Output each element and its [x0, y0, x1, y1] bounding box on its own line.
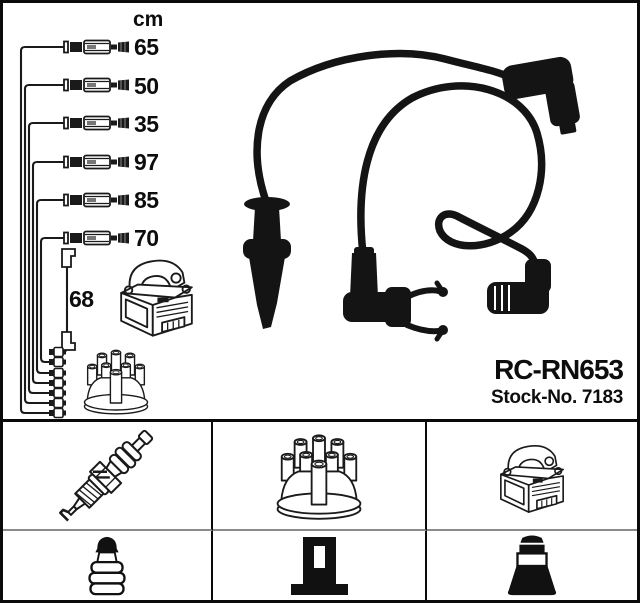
cable-length-value: 50 [134, 73, 159, 99]
elbow-socket-connector [487, 259, 551, 314]
cable-length-value: 65 [134, 34, 159, 60]
legend-cell-din-socket [213, 531, 427, 600]
cone-boot-connector-icon [507, 534, 557, 595]
cable-length-value: 70 [134, 225, 159, 251]
lead-connector-icon [63, 115, 130, 131]
lead-connector-icon [63, 39, 130, 55]
terminal-stack [48, 346, 67, 419]
stock-number-line: Stock-No. 7183 [491, 387, 623, 409]
cable-row: 85 [63, 187, 160, 213]
component-legend-grid [3, 419, 637, 600]
terminal-nut-connector-icon [88, 536, 126, 595]
ignition-lead-cable [253, 49, 517, 208]
cable-row: 50 [63, 73, 159, 99]
cable-length-value: 35 [134, 111, 159, 137]
product-identification: RC-RN653 Stock-No. 7183 [491, 354, 624, 409]
distributor-cap-icon [83, 349, 149, 415]
stock-label: Stock-No. [490, 387, 577, 409]
lead-connector-icon [63, 77, 130, 93]
elbow-terminal-icon [61, 331, 76, 351]
coil-wire-length-value: 68 [69, 286, 94, 312]
legend-cell-cone-boot [427, 531, 637, 600]
lead-connector-icon [63, 192, 130, 208]
elbow-terminal-icon [61, 248, 76, 268]
din-socket-connector-icon [290, 536, 348, 595]
coiled-ignition-lead [357, 82, 546, 265]
legend-cell-distributor-cap [213, 422, 427, 531]
unit-label: cm [133, 8, 163, 31]
cable-row: 65 [63, 34, 160, 60]
product-code: RC-RN653 [494, 354, 624, 385]
stock-number: 7183 [581, 387, 623, 409]
product-photo [243, 49, 580, 342]
cable-row: 97 [63, 149, 159, 175]
legend-cell-terminal-nut [3, 531, 213, 600]
ignition-coil-icon [120, 259, 193, 337]
cable-length-value: 97 [134, 149, 159, 175]
distributor-cap-icon [276, 433, 362, 520]
spark-plug-icon [53, 424, 161, 527]
clip-elbow-connector [343, 247, 448, 342]
lead-connector-icon [63, 154, 130, 170]
legend-cell-ignition-coil [427, 422, 637, 531]
cable-routing-lines [19, 45, 69, 415]
cable-row: 35 [63, 111, 160, 137]
cable-row: 70 [63, 225, 159, 251]
cable-length-value: 85 [134, 187, 159, 213]
lead-connector-icon [63, 230, 130, 246]
ignition-coil-icon [500, 444, 564, 513]
cable-length-diagram: cm 65 50 35 97 [19, 8, 193, 419]
straight-plug-boot [243, 197, 291, 329]
legend-cell-spark-plug [3, 422, 213, 531]
angled-plug-connector [501, 56, 580, 135]
